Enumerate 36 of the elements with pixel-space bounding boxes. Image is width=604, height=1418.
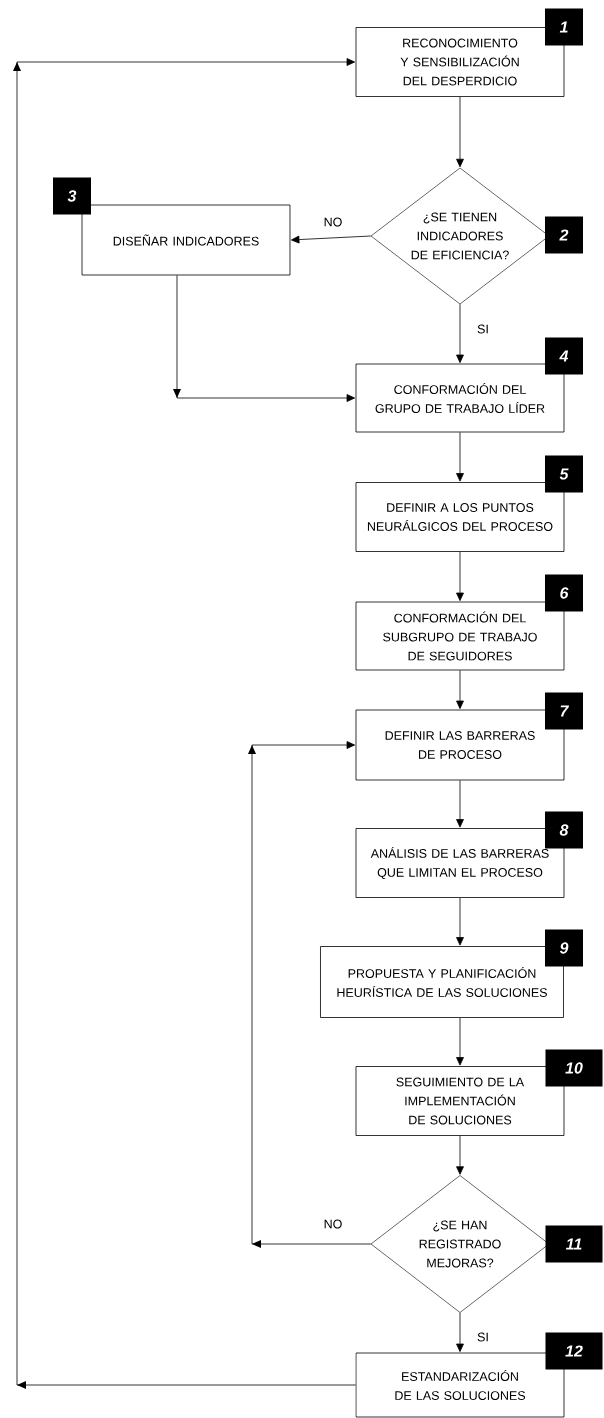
process-box: SEGUIMIENTO DE LA IMPLEMENTACIÓN DE SOLUCIONES: [355, 1066, 565, 1136]
step-number: 11: [545, 1225, 603, 1263]
step-number: 3: [53, 177, 91, 215]
edge-label: SI: [477, 1332, 488, 1342]
edge-label: SI: [477, 324, 488, 334]
step-number: 8: [545, 811, 583, 849]
arrow: [456, 551, 464, 601]
arrow: [173, 275, 355, 402]
step-number: 6: [545, 574, 583, 612]
step-number: 12: [545, 1332, 603, 1370]
step-number: 2: [545, 216, 583, 254]
arrow: [456, 670, 464, 710]
arrow: [291, 235, 372, 244]
step-number: 7: [545, 692, 583, 730]
process-box: ESTANDARIZACIÓN DE LAS SOLUCIONES: [355, 1352, 565, 1418]
arrow: [456, 303, 464, 363]
process-box: DISEÑAR INDICADORES: [81, 204, 291, 276]
arrow: [456, 897, 464, 946]
process-box: DEFINIR A LOS PUNTOS NEURÁLGICOS DEL PROCESO: [355, 482, 565, 552]
step-number: 5: [545, 455, 583, 493]
arrow: [456, 780, 464, 828]
arrow: [456, 1312, 464, 1352]
step-number: 4: [545, 337, 583, 375]
arrow: [456, 96, 464, 168]
step-number: 9: [545, 929, 583, 967]
arrow: [456, 1135, 464, 1175]
process-box: CONFORMACIÓN DEL GRUPO DE TRABAJO LÍDER: [355, 363, 565, 433]
arrow: [248, 741, 372, 1248]
arrow: [456, 1017, 464, 1066]
step-number: 10: [545, 1049, 603, 1087]
edge-label: NO: [324, 217, 342, 227]
arrow: [456, 432, 464, 482]
edge-label: NO: [324, 1219, 342, 1229]
arrow: [13, 58, 356, 1389]
step-number: 1: [545, 8, 583, 46]
process-box: CONFORMACIÓN DEL SUBGRUPO DE TRABAJO DE SEGUIDORES: [355, 601, 565, 671]
